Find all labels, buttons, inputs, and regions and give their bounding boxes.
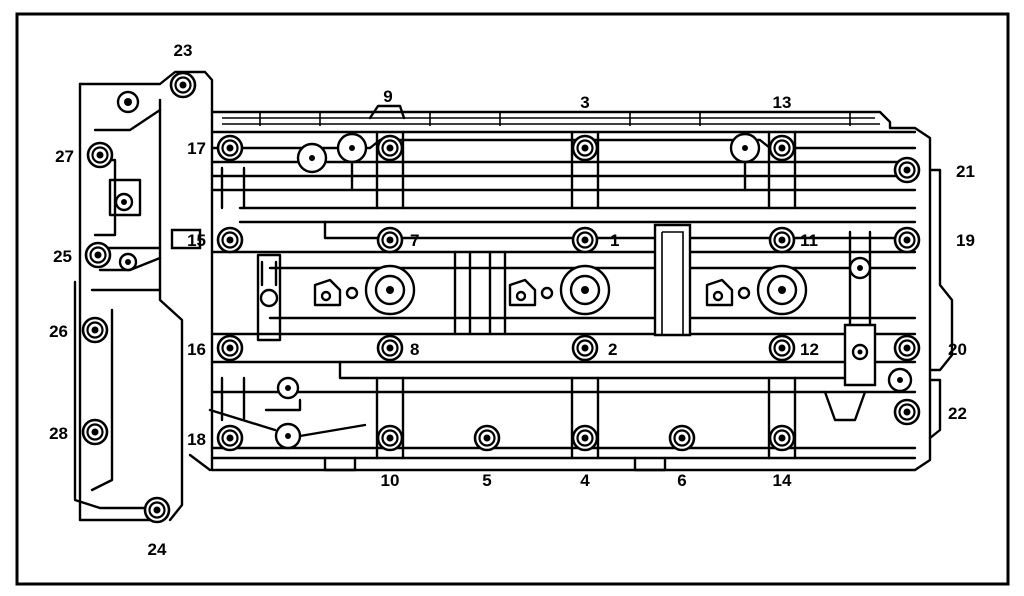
bolt-20 (893, 334, 921, 362)
bolt-label-3: 3 (580, 93, 589, 112)
bolt-12 (768, 334, 796, 362)
bolt-1 (571, 226, 599, 254)
bolt-27 (86, 141, 114, 169)
bolt-label-8: 8 (410, 340, 419, 359)
bolt-5 (473, 424, 501, 452)
bolt-label-16: 16 (187, 340, 206, 359)
bolt-label-24: 24 (148, 540, 167, 559)
bolt-label-17: 17 (187, 139, 206, 158)
bolt-label-4: 4 (580, 471, 590, 490)
bolt-label-14: 14 (773, 471, 792, 490)
bolt-9 (376, 134, 404, 162)
bolt-label-22: 22 (948, 404, 967, 423)
bolt-label-5: 5 (482, 471, 491, 490)
bolt-label-20: 20 (948, 340, 967, 359)
bolt-label-18: 18 (187, 430, 206, 449)
bolt-13 (768, 134, 796, 162)
bolt-label-6: 6 (677, 471, 686, 490)
bolt-label-10: 10 (381, 471, 400, 490)
bolt-label-26: 26 (49, 322, 68, 341)
bolt-21 (893, 156, 921, 184)
bolt-label-19: 19 (956, 231, 975, 250)
bolt-28 (81, 418, 109, 446)
side-pipe (928, 168, 954, 440)
bolt-23 (169, 71, 197, 99)
bolt-25 (84, 241, 112, 269)
cam-journals (208, 104, 913, 450)
bolt-6 (668, 424, 696, 452)
bolt-label-23: 23 (174, 41, 193, 60)
bolt-16 (216, 334, 244, 362)
bolt-label-15: 15 (187, 231, 206, 250)
bolt-10 (376, 424, 404, 452)
bolt-4 (571, 424, 599, 452)
bolt-3 (571, 134, 599, 162)
bolt-label-13: 13 (773, 93, 792, 112)
bolt-2 (571, 334, 599, 362)
bolt-label-1: 1 (610, 231, 619, 250)
bolt-19 (893, 226, 921, 254)
bolt-18 (216, 424, 244, 452)
bolt-label-7: 7 (410, 231, 419, 250)
bolt-24 (143, 496, 171, 524)
bolt-label-9: 9 (383, 87, 392, 106)
bolt-label-11: 11 (800, 231, 818, 250)
bolt-label-27: 27 (55, 147, 74, 166)
bolt-label-12: 12 (800, 340, 819, 359)
bolt-label-28: 28 (49, 424, 68, 443)
bolt-17 (216, 134, 244, 162)
bolt-22 (893, 398, 921, 426)
bolt-14 (768, 424, 796, 452)
bolt-label-21: 21 (956, 162, 975, 181)
bolt-group (81, 71, 921, 524)
bolt-11 (768, 226, 796, 254)
front-cover-plate (73, 70, 214, 522)
camshaft-housing (210, 110, 932, 472)
bolt-label-2: 2 (608, 340, 617, 359)
bolt-26 (81, 316, 109, 344)
bolt-label-25: 25 (53, 247, 72, 266)
diagram-frame (15, 12, 1010, 586)
bolt-8 (376, 334, 404, 362)
bolt-15 (216, 226, 244, 254)
bolt-7 (376, 226, 404, 254)
